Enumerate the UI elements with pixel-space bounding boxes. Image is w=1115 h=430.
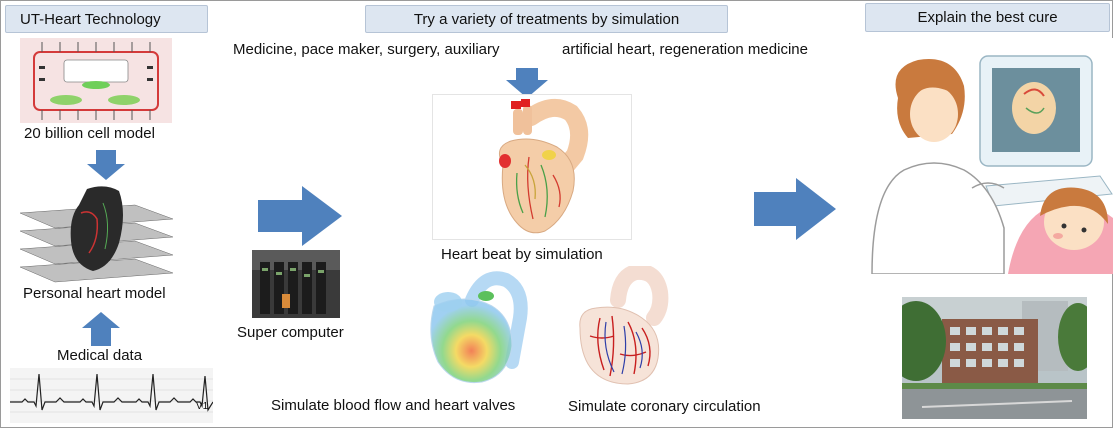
super-computer-label: Super computer bbox=[237, 324, 344, 341]
super-computer-image bbox=[252, 250, 340, 318]
blood-flow-label: Simulate blood flow and heart valves bbox=[271, 397, 516, 414]
arrow-right-left-to-center bbox=[258, 186, 342, 246]
personal-heart-label: Personal heart model bbox=[23, 285, 166, 302]
personal-heart-model-image bbox=[15, 183, 175, 285]
header-treatments-text: Try a variety of treatments by simulatio… bbox=[413, 10, 680, 28]
header-ut-heart-technology: UT-Heart Technology bbox=[5, 5, 208, 33]
doctor-patient-illustration bbox=[868, 38, 1113, 274]
treatments-line-1: Medicine, pace maker, surgery, auxiliary bbox=[233, 41, 500, 58]
heart-beat-image bbox=[432, 94, 632, 240]
header-ut-heart-technology-text: UT-Heart Technology bbox=[20, 10, 161, 28]
cell-model-label: 20 billion cell model bbox=[24, 125, 155, 142]
heart-beat-label: Heart beat by simulation bbox=[441, 246, 603, 263]
ecg-lead-tag: V1 bbox=[196, 401, 209, 412]
header-treatments: Try a variety of treatments by simulatio… bbox=[365, 5, 728, 33]
arrow-down-cell-to-heart bbox=[87, 150, 125, 180]
arrow-up-data-to-heart bbox=[82, 312, 120, 346]
cell-model-image bbox=[20, 38, 172, 123]
arrow-down-treatments-to-heart bbox=[506, 68, 548, 98]
coronary-label: Simulate coronary circulation bbox=[568, 398, 761, 415]
header-best-cure-text: Explain the best cure bbox=[917, 9, 1058, 26]
arrow-right-center-to-right bbox=[754, 178, 836, 240]
header-best-cure: Explain the best cure bbox=[865, 3, 1110, 32]
coronary-image bbox=[570, 266, 672, 388]
ecg-strip-image: V1 bbox=[10, 368, 213, 423]
medical-data-label: Medical data bbox=[57, 347, 143, 364]
blood-flow-image bbox=[420, 266, 530, 388]
hospital-building-photo bbox=[902, 297, 1087, 419]
treatments-line-2: artificial heart, regeneration medicine bbox=[562, 41, 808, 58]
